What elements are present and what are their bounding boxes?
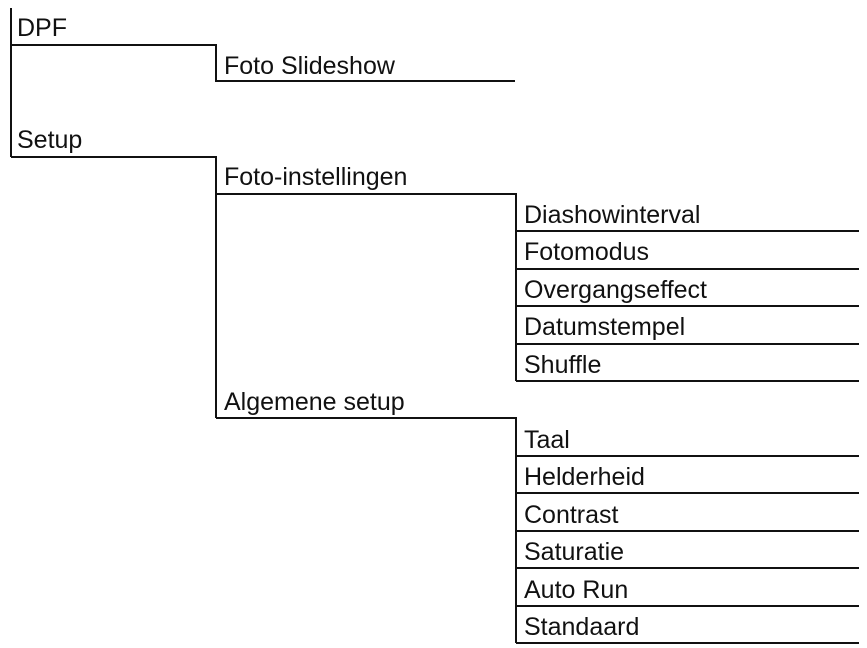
menu-item-overgangseffect: Overgangseffect [524,276,707,304]
menu-item-dpf: DPF [17,14,67,42]
menu-item-saturatie: Saturatie [524,538,625,566]
menu-item-foto-instellingen: Foto-instellingen [224,163,408,191]
dpf-connector [11,44,515,82]
menu-item-fotomodus: Fotomodus [524,238,650,266]
menu-item-diashowinterval: Diashowinterval [524,201,701,229]
setup-connector [11,156,217,194]
menu-item-contrast: Contrast [524,501,619,529]
menu-item-shuffle: Shuffle [524,351,602,379]
menu-item-helderheid: Helderheid [524,463,645,491]
menu-item-auto-run: Auto Run [524,576,629,604]
menu-item-taal: Taal [524,426,570,454]
menu-item-algemene-setup: Algemene setup [224,388,405,416]
menu-item-foto-slideshow: Foto Slideshow [224,52,395,80]
menu-item-datumstempel: Datumstempel [524,313,686,341]
algemene-setup-connector [216,417,517,643]
foto-instellingen-connector [216,193,517,381]
menu-item-standaard: Standaard [524,613,640,641]
menu-item-setup: Setup [17,126,83,154]
